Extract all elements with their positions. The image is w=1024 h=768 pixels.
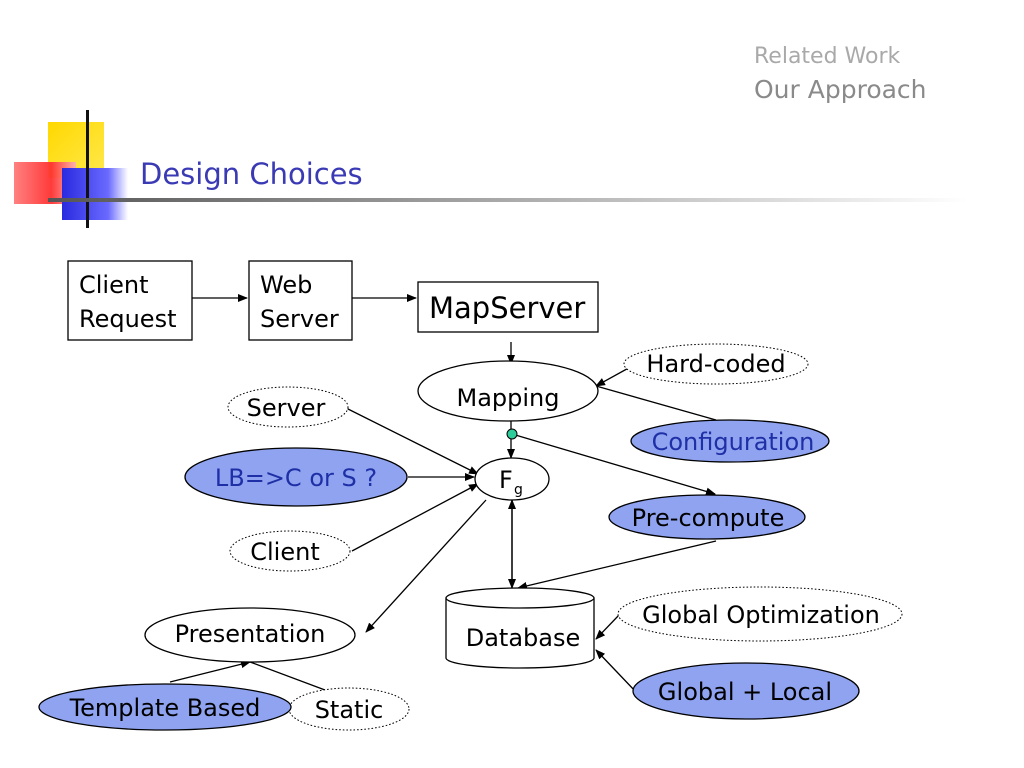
edge-fg-to-presentation — [365, 499, 487, 633]
mapserver-box[interactable]: MapServer — [417, 281, 599, 333]
fg-label-sub: g — [514, 482, 523, 498]
configuration-node[interactable]: Configuration — [630, 419, 830, 463]
edge-precompute-to-database — [517, 540, 717, 590]
pre-compute-node[interactable]: Pre-compute — [608, 494, 806, 540]
hard-coded-label: Hard-coded — [646, 350, 785, 378]
global-local-label: Global + Local — [658, 678, 832, 706]
edge-client-to-fg — [351, 483, 479, 552]
pre-compute-label: Pre-compute — [632, 504, 785, 532]
fg-node[interactable]: F g — [474, 457, 550, 501]
template-based-node[interactable]: Template Based — [38, 683, 292, 731]
lb-label: LB=>C or S ? — [215, 464, 377, 492]
lb-node[interactable]: LB=>C or S ? — [184, 447, 408, 507]
nav-related-work[interactable]: Related Work — [754, 44, 901, 69]
presentation-node[interactable]: Presentation — [144, 607, 356, 663]
presentation-label: Presentation — [175, 620, 326, 648]
configuration-label: Configuration — [652, 428, 815, 456]
database-label: Database — [466, 624, 581, 652]
server-node[interactable]: Server — [227, 386, 349, 428]
edge-configuration-to-mapping — [595, 385, 717, 421]
vertical-accent-line — [86, 110, 89, 228]
web-server-label-2: Server — [260, 305, 339, 333]
title-underline — [48, 198, 968, 202]
web-server-box[interactable]: Web Server — [248, 260, 353, 341]
hard-coded-node[interactable]: Hard-coded — [623, 343, 809, 385]
junction-dot — [506, 428, 518, 440]
edge-globallocal-to-database — [595, 649, 637, 693]
database-node[interactable]: Database — [445, 587, 595, 669]
fg-label-main: F — [499, 466, 513, 494]
mapping-node[interactable]: Mapping — [417, 360, 599, 422]
edge-template-to-presentation — [169, 660, 251, 683]
edge-static-to-presentation — [249, 661, 326, 691]
edge-server-to-fg — [345, 407, 479, 475]
blue-square-decoration — [62, 168, 128, 220]
client-label: Client — [250, 538, 319, 566]
web-server-label-1: Web — [260, 271, 312, 299]
server-label: Server — [247, 394, 326, 422]
page-title: Design Choices — [140, 157, 363, 191]
client-request-label-1: Client — [79, 271, 148, 299]
static-label: Static — [315, 696, 384, 724]
template-based-label: Template Based — [69, 694, 261, 722]
global-optimization-label: Global Optimization — [642, 601, 880, 629]
static-node[interactable]: Static — [288, 687, 410, 731]
mapping-label: Mapping — [457, 384, 560, 412]
client-node[interactable]: Client — [229, 530, 351, 572]
client-request-box[interactable]: Client Request — [67, 260, 193, 341]
global-local-node[interactable]: Global + Local — [632, 662, 860, 720]
global-optimization-node[interactable]: Global Optimization — [617, 586, 903, 642]
edge-fg-to-precompute — [511, 433, 716, 496]
edge-globalopt-to-database — [595, 613, 621, 640]
mapserver-label: MapServer — [429, 291, 585, 325]
client-request-label-2: Request — [79, 305, 177, 333]
nav-our-approach[interactable]: Our Approach — [754, 75, 927, 104]
